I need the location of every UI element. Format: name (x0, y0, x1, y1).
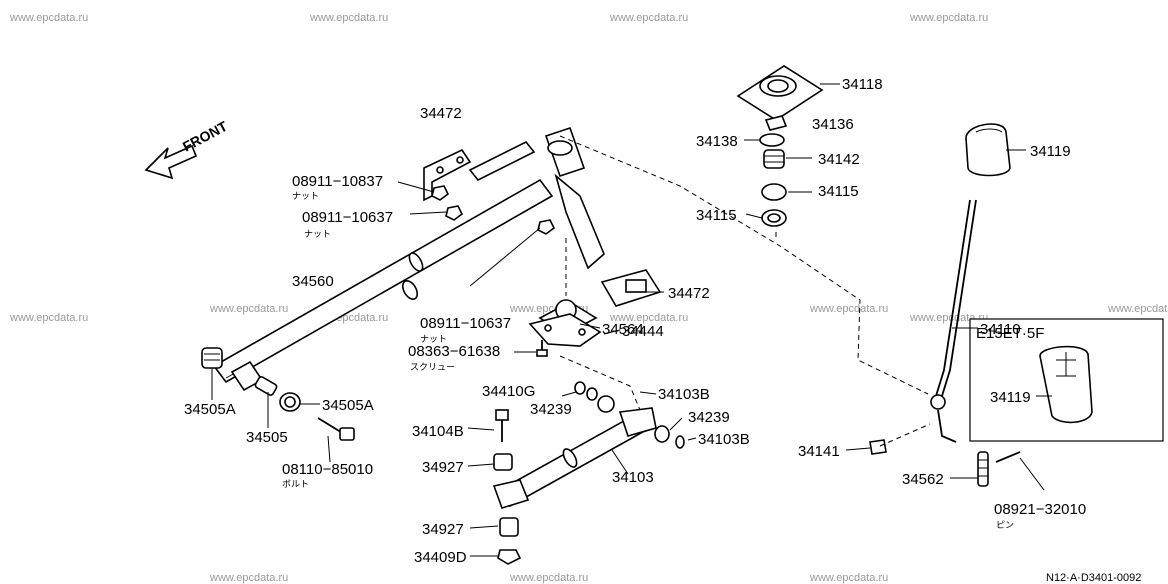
label-34505A-right: 34505A (322, 397, 374, 414)
bush-34115-upper (761, 183, 787, 201)
label-08363-61638: 08363−61638 (408, 343, 500, 360)
label-34564: 34564 (602, 321, 644, 338)
label-34115-right: 34115 (818, 183, 859, 200)
watermark: www.epcdata.ru (809, 303, 888, 315)
label-34472-right: 34472 (668, 285, 710, 302)
bolt-34104B (495, 409, 509, 442)
label-34119: 34119 (1030, 143, 1071, 160)
bolt-08110-85010 (317, 417, 355, 441)
watermark: www.epcdata.ru (909, 312, 988, 324)
label-08921-32010-sub: ピン (996, 520, 1014, 530)
label-34409D: 34409D (414, 549, 467, 566)
label-34444-visible: 34444 (622, 323, 664, 340)
watermark: www.epcdata.ru (809, 572, 888, 584)
watermark: www.epcdata.ru (1107, 303, 1168, 315)
washer-34103B-top (574, 381, 598, 401)
bush-34239-left (597, 395, 615, 413)
label-34118: 34118 (842, 76, 883, 93)
clip-34141 (869, 439, 887, 455)
knob-34119 (965, 123, 1011, 177)
watermark: www.epcdata.ru (9, 312, 88, 324)
label-08911-10837: 08911−10837 (292, 173, 383, 190)
link-rod-34103 (498, 407, 657, 508)
label-08911-10637-a: 08911−10637 (302, 209, 393, 226)
label-08110-85010-sub: ボルト (282, 479, 309, 489)
pin-08921-32010 (995, 451, 1021, 463)
part-labels: 34472 08911−10837 ナット 08911−10637 ナット 34… (184, 76, 1086, 566)
bush-34239-right (654, 425, 670, 443)
front-arrow-icon: FRONT (144, 118, 230, 180)
bushing-34505A-right (279, 392, 301, 412)
bracket-34472-lower (600, 269, 662, 307)
inset-title: E15ET·5F (976, 325, 1044, 342)
watermark: www.epcdata.ru (209, 303, 288, 315)
label-08110-85010: 08110−85010 (282, 461, 373, 478)
front-label: FRONT (180, 118, 230, 155)
ring-34138 (759, 133, 785, 147)
bush-34927-bottom (499, 517, 519, 537)
label-08911-10637-a-sub: ナット (304, 229, 331, 239)
leader-lines (211, 83, 1045, 557)
label-34104B: 34104B (412, 423, 464, 440)
watermark: www.epcdata.ru (909, 12, 988, 24)
label-34103B-bottom: 34103B (698, 431, 750, 448)
spring-seat-34136 (764, 115, 788, 131)
label-08911-10637-b-sub: ナット (420, 334, 447, 344)
label-34562: 34562 (902, 471, 944, 488)
watermark: www.epcdata.ru (209, 572, 288, 584)
screw-08363-61638 (536, 340, 548, 357)
label-34472-top: 34472 (420, 105, 462, 122)
watermark: www.epcdata.ru (509, 572, 588, 584)
bushing-34505A-left (201, 347, 223, 369)
label-34239-left: 34239 (530, 401, 572, 418)
boot-retainer-34118 (736, 65, 824, 121)
collar-34505 (230, 360, 278, 396)
watermark: www.epcdata.ru (609, 312, 688, 324)
bush-34927-top (493, 453, 513, 471)
label-34103B-top: 34103B (658, 386, 710, 403)
label-34110: 34110 (980, 321, 1021, 338)
clevis-lower (492, 479, 530, 509)
lever-34110 (930, 199, 977, 443)
plate-34444 (528, 313, 602, 347)
label-34410G: 34410G (482, 383, 535, 400)
label-34115-left: 34115 (696, 207, 737, 224)
label-34505: 34505 (246, 429, 288, 446)
nut-08911-10637-b (537, 219, 556, 235)
label-08921-32010: 08921−32010 (994, 501, 1086, 518)
nut-08911-10637-a (445, 205, 464, 221)
inset-e15et-5f: E15ET·5F (969, 318, 1164, 442)
watermark: www.epcdata.ru (9, 12, 88, 24)
diagram-code: N12·A·D3401-0092 (1046, 572, 1141, 584)
label-34927-bottom: 34927 (422, 521, 464, 538)
label-34141: 34141 (798, 443, 840, 460)
spring-34562 (977, 451, 989, 487)
label-34136: 34136 (812, 116, 854, 133)
bush-34115-lower (761, 209, 787, 227)
nut-08911-10837 (431, 185, 450, 201)
label-34103: 34103 (612, 469, 654, 486)
bracket-34472-upper (423, 126, 605, 270)
watermark: www.epcdata.ru (309, 12, 388, 24)
spring-34142 (763, 149, 785, 169)
washer-34103B-bottom (675, 435, 685, 449)
watermark: www.epcdata.ru (609, 12, 688, 24)
label-34138: 34138 (696, 133, 738, 150)
watermarks: www.epcdata.ru www.epcdata.ru www.epcdat… (9, 12, 1168, 584)
shift-rod-34560 (212, 178, 554, 384)
label-08911-10837-sub: ナット (292, 191, 319, 201)
label-34927-top: 34927 (422, 459, 464, 476)
label-08911-10637-b: 08911−10637 (420, 315, 511, 332)
label-34560: 34560 (292, 273, 334, 290)
label-34119-inset: 34119 (990, 389, 1031, 406)
label-34142: 34142 (818, 151, 860, 168)
label-08363-61638-sub: スクリュー (410, 362, 455, 372)
label-34239-right: 34239 (688, 409, 730, 426)
nut-34409D (497, 549, 522, 565)
label-34505A-left: 34505A (184, 401, 236, 418)
